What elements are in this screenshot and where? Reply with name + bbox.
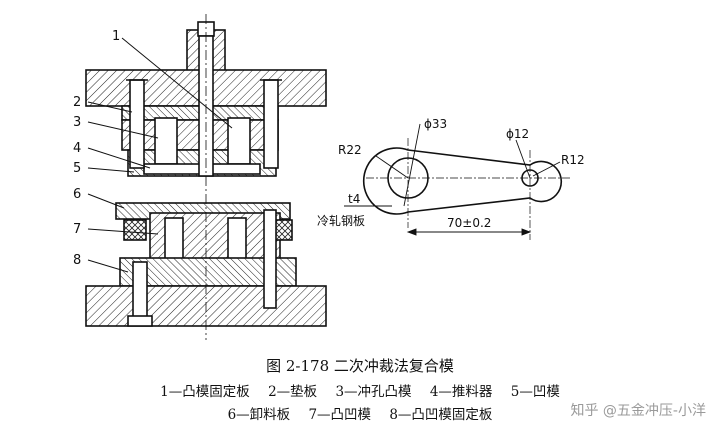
- dim-r12: R12: [561, 153, 585, 167]
- legend-line-2: 6—卸料板 7—凸凹模 8—凸凹模固定板: [0, 403, 720, 423]
- dim-t4: t4: [348, 192, 360, 206]
- legend-entry: 4—推料器: [429, 384, 493, 400]
- callout-7: 7: [73, 222, 81, 237]
- part-dimension-text: R22 ϕ33 ϕ12 R12 t4 冷轧钢板 70±0.2: [317, 117, 585, 230]
- callout-8: 8: [73, 253, 81, 268]
- legend-entry: 6—卸料板: [227, 407, 291, 423]
- watermark: 知乎 @五金冲压-小洋: [570, 403, 706, 419]
- legend-entry: 8—凸凹模固定板: [389, 407, 493, 423]
- callout-6: 6: [73, 187, 81, 202]
- lower-die-assembly: [85, 202, 327, 327]
- callout-leaders: [87, 37, 233, 273]
- dim-center-distance: 70±0.2: [447, 216, 491, 230]
- legend-entry: 2—垫板: [268, 384, 318, 400]
- part-dimension-lines: [344, 123, 561, 236]
- callout-5: 5: [73, 161, 81, 176]
- legend-entry: 5—凹模: [510, 384, 560, 400]
- part-drawing: [362, 147, 563, 215]
- dim-phi33: ϕ33: [424, 117, 447, 131]
- callout-1: 1: [112, 29, 120, 44]
- part-outline: [362, 147, 563, 215]
- material-label: 冷轧钢板: [317, 214, 365, 228]
- legend-line-1: 1—凸模固定板 2—垫板 3—冲孔凸模 4—推料器 5—凹模: [0, 380, 720, 400]
- dim-phi12: ϕ12: [506, 127, 529, 141]
- callout-2: 2: [73, 95, 81, 110]
- callout-3: 3: [73, 115, 81, 130]
- figure-title: 图 2-178 二次冲裁法复合模: [266, 357, 454, 375]
- legend-entry: 7—凸凹模: [308, 407, 372, 423]
- callout-4: 4: [73, 141, 81, 156]
- part-centerlines: [366, 138, 570, 240]
- dim-r22: R22: [338, 143, 362, 157]
- legend-entry: 1—凸模固定板: [160, 384, 250, 400]
- legend-entry: 3—冲孔凸模: [335, 384, 412, 400]
- callout-numbers: 1 2 3 4 5 6 7 8: [73, 29, 120, 268]
